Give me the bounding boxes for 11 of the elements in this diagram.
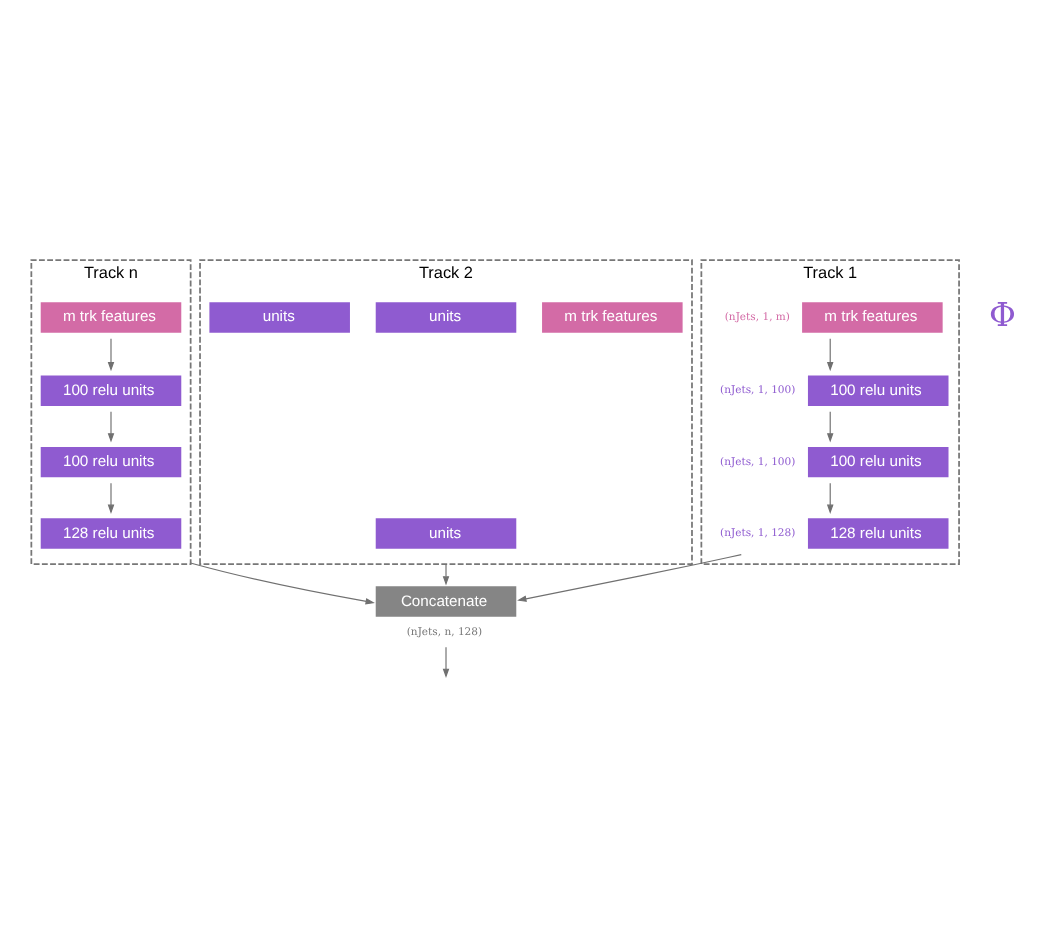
arrow	[826, 337, 834, 371]
arrow	[517, 553, 742, 601]
arrow	[107, 410, 115, 442]
arrow	[442, 562, 450, 585]
arrow	[826, 481, 834, 513]
arrow	[190, 561, 375, 604]
arrow	[826, 410, 834, 442]
arrow	[442, 645, 450, 678]
arrow	[107, 337, 115, 371]
arrow	[107, 481, 115, 513]
label: Φ	[988, 294, 1016, 333]
